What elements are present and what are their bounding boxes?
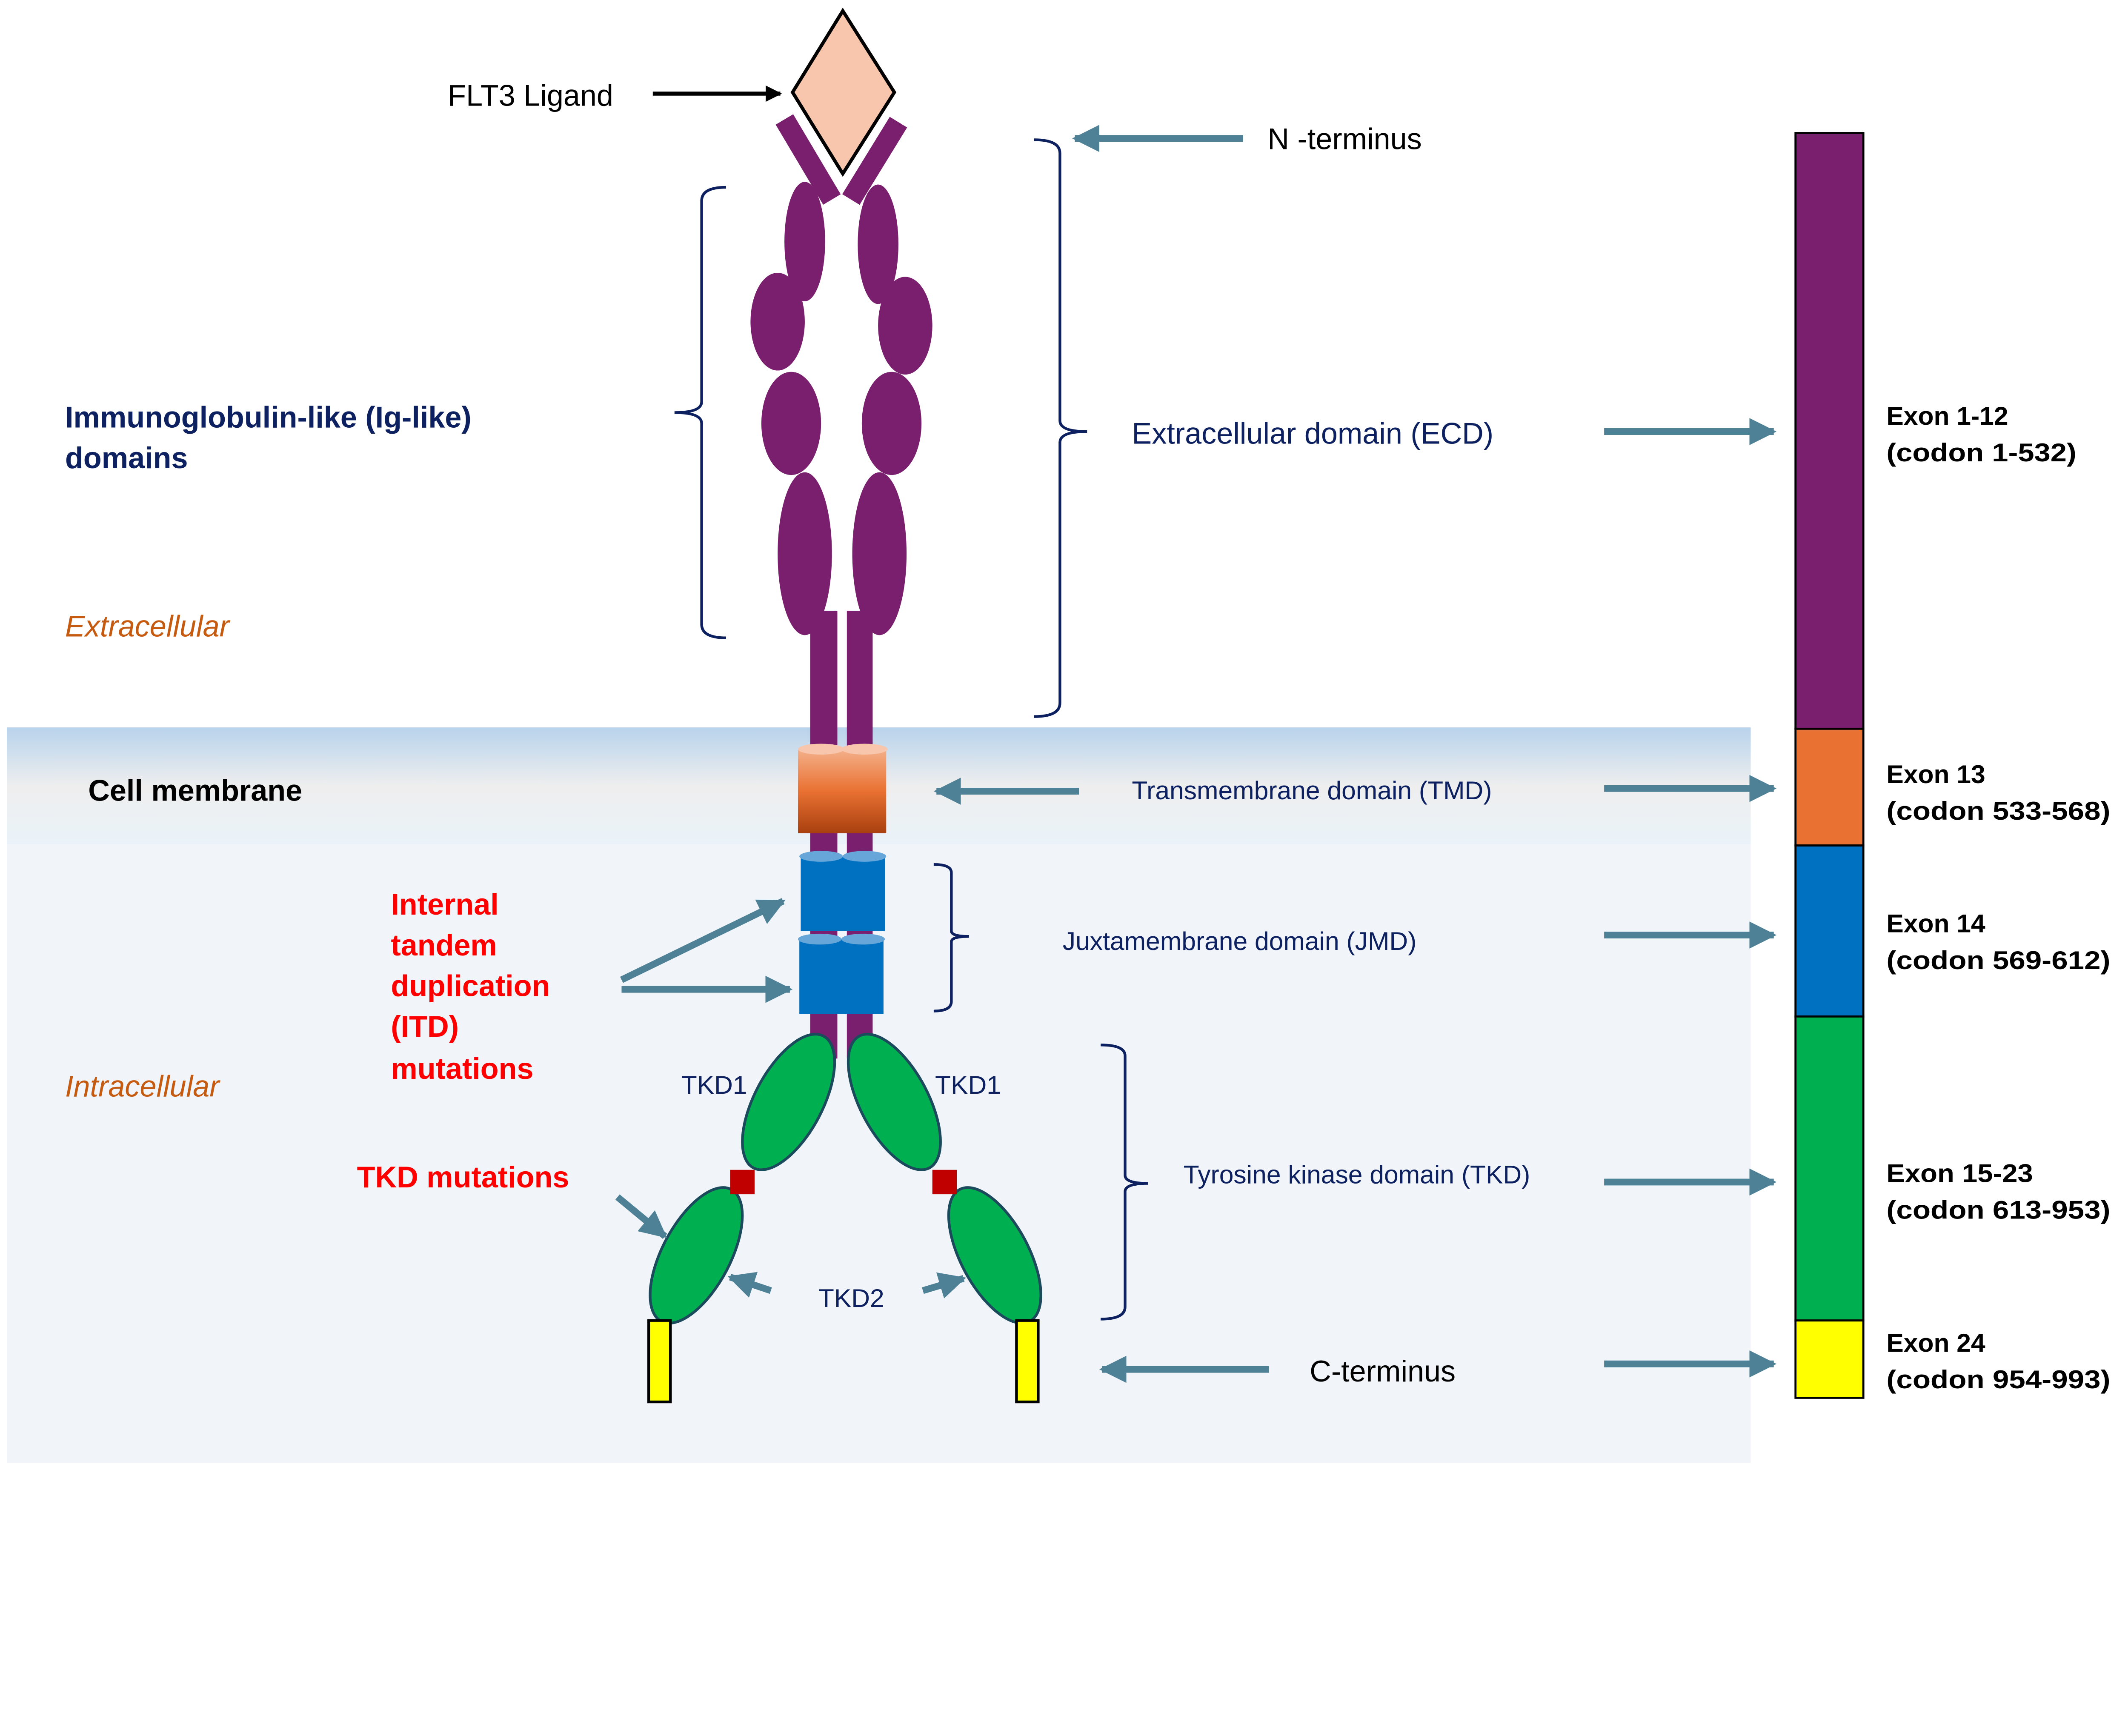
exon-segment-14: [1794, 844, 1865, 1018]
jmd-label: Juxtamembrane domain (JMD): [1063, 927, 1417, 955]
tkd-mutation-site-right: [932, 1170, 957, 1195]
receptor-stalk-left-top: [775, 114, 841, 205]
codon-label: (codon 613-953): [1886, 1195, 2110, 1224]
exon-segment-24: [1794, 1319, 1865, 1399]
tyrosine-kinase-domains: [649, 1032, 1042, 1325]
ig-like-label-2: domains: [65, 441, 188, 475]
ecd-label: Extracellular domain (ECD): [1132, 417, 1493, 450]
exon-label: Exon 15-23: [1886, 1158, 2033, 1187]
ligand-label: FLT3 Ligand: [448, 79, 613, 112]
exon-label: Exon 14: [1886, 909, 1985, 938]
itd-label: Internal tandem duplication (ITD) mutati…: [391, 887, 550, 1085]
tkd-mutation-arrow: [615, 1194, 667, 1239]
itd-line: duplication: [391, 969, 550, 1003]
tkd1-right: [847, 1032, 942, 1171]
diagram-canvas: FLT3 Ligand: [6, 7, 2111, 1463]
flt3-ligand-diamond: [790, 7, 897, 177]
transmembrane-domain: [798, 744, 888, 833]
tkd-label: Tyrosine kinase domain (TKD): [1184, 1160, 1530, 1189]
itd-line: mutations: [391, 1052, 533, 1085]
itd-line: tandem: [391, 928, 497, 962]
exon-labels: Exon 1-12 (codon 1-532) Exon 13 (codon 5…: [1886, 401, 2110, 1394]
cell-membrane-label: Cell membrane: [88, 773, 302, 807]
ig-domain: [784, 182, 825, 301]
ecd-bracket: [1034, 138, 1087, 718]
intracellular-label: Intracellular: [65, 1070, 220, 1103]
tkd1-left-label: TKD1: [681, 1070, 747, 1099]
itd-line: Internal: [391, 887, 498, 921]
ig-domain: [852, 472, 907, 635]
ig-like-domains: [750, 182, 932, 635]
codon-label: (codon 569-612): [1886, 946, 2110, 975]
codon-label: (codon 1-532): [1886, 438, 2076, 467]
c-terminus-label: C-terminus: [1310, 1354, 1456, 1388]
exon-label: Exon 1-12: [1886, 401, 2008, 430]
tkd-mutations-label: TKD mutations: [357, 1160, 569, 1194]
tkd2-arrow-right: [922, 1272, 967, 1298]
tkd1-left: [741, 1032, 836, 1171]
jmd-bracket: [933, 863, 969, 1012]
itd-arrow-upper: [620, 898, 786, 983]
tmd-label: Transmembrane domain (TMD): [1132, 776, 1492, 805]
receptor-stalk-right-top: [842, 117, 907, 205]
tkd-bracket: [1101, 1044, 1148, 1321]
exon-segment-13: [1794, 727, 1865, 847]
exon-label: Exon 24: [1886, 1328, 1985, 1357]
flt3-diagram: FLT3 Ligand: [6, 7, 2111, 1463]
ig-domain: [761, 372, 821, 475]
tkd-mutation-site-left: [730, 1170, 755, 1195]
tkd2-arrow-left: [727, 1272, 772, 1298]
ig-domain: [750, 272, 805, 371]
codon-label: (codon 954-993): [1886, 1365, 2110, 1394]
ig-domain: [858, 184, 898, 304]
itd-line: (ITD): [391, 1010, 459, 1043]
codon-label: (codon 533-568): [1886, 796, 2110, 825]
exon-label: Exon 13: [1886, 760, 1985, 789]
extracellular-label: Extracellular: [65, 609, 231, 643]
ig-like-label-1: Immunoglobulin-like (Ig-like): [65, 400, 472, 434]
tkd2-label: TKD2: [818, 1284, 884, 1313]
ig-domain: [778, 472, 832, 635]
c-terminus-left: [647, 1319, 672, 1404]
ig-domain: [878, 277, 932, 375]
exon-segment-1-12: [1794, 132, 1865, 730]
exon-bar: [1794, 132, 1865, 1399]
juxtamembrane-domain: [798, 851, 887, 1014]
ig-domain: [861, 372, 922, 475]
c-terminus-right: [1015, 1319, 1040, 1404]
n-terminus-label: N -terminus: [1267, 122, 1422, 156]
tkd1-right-label: TKD1: [935, 1070, 1001, 1099]
exon-segment-15-23: [1794, 1015, 1865, 1322]
ig-bracket: [674, 186, 726, 639]
